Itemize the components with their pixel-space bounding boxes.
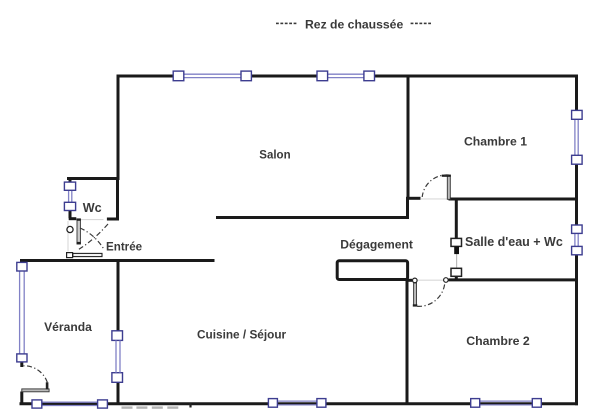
- svg-text:Salle d'eau + Wc: Salle d'eau + Wc: [465, 235, 563, 249]
- svg-text:Wc: Wc: [83, 201, 102, 215]
- svg-text:Entrée: Entrée: [106, 240, 143, 253]
- svg-text:Rez de chaussée: Rez de chaussée: [305, 18, 403, 32]
- svg-text:Salon: Salon: [259, 150, 290, 162]
- svg-text:Dégagement: Dégagement: [340, 238, 413, 252]
- svg-text:Chambre 1: Chambre 1: [464, 135, 527, 149]
- svg-text:Chambre 2: Chambre 2: [466, 334, 530, 348]
- svg-text:Véranda: Véranda: [44, 320, 92, 334]
- svg-text:Cuisine / Séjour: Cuisine / Séjour: [197, 328, 287, 342]
